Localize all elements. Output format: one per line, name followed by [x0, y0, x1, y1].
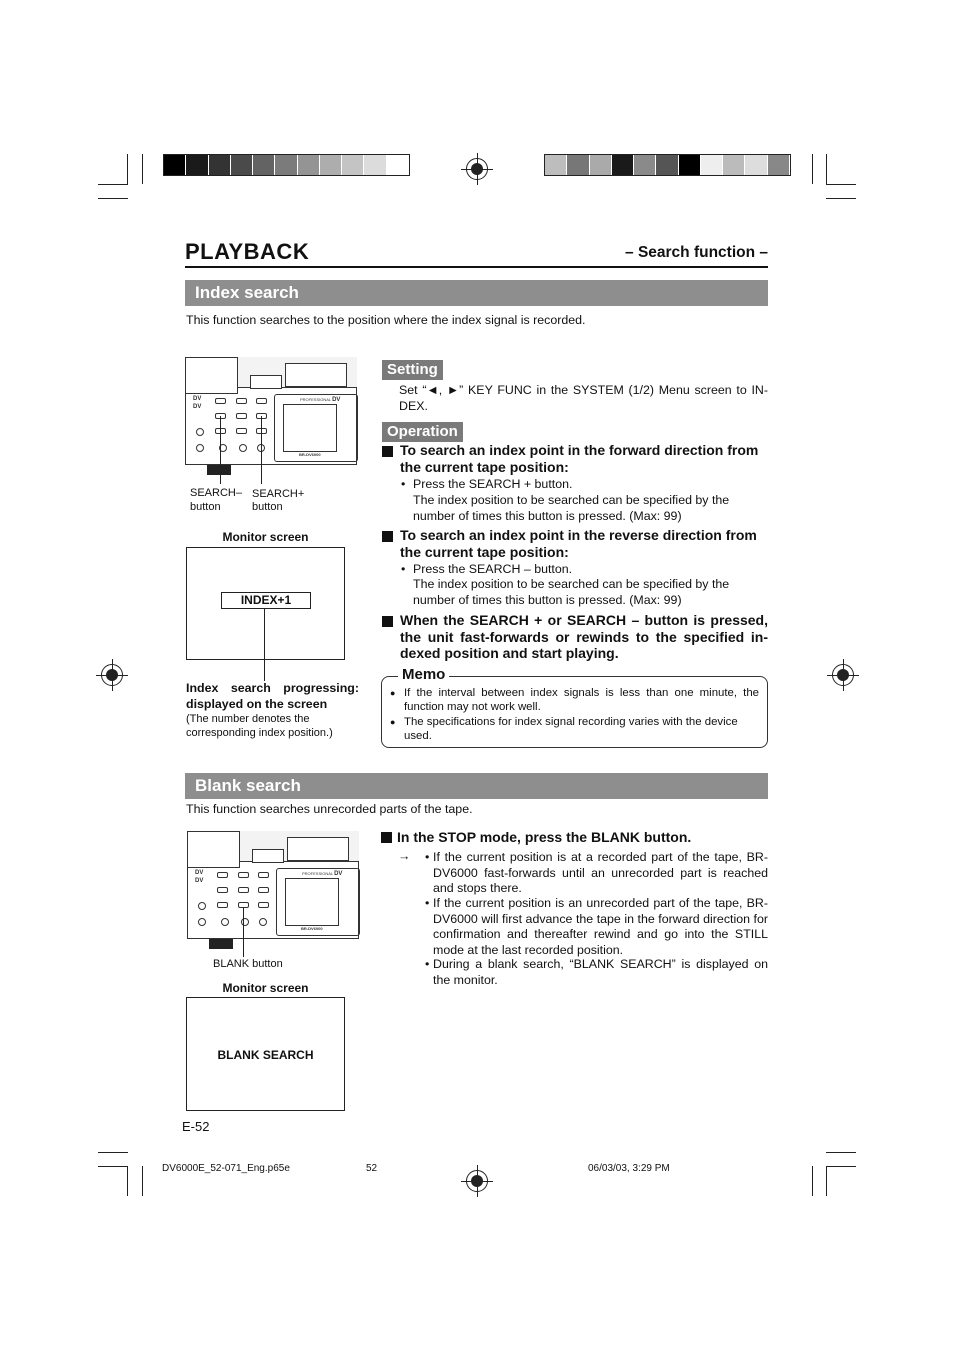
crop-mark — [826, 1166, 827, 1196]
operation-tag: Operation — [382, 422, 463, 442]
monitor-index-display: INDEX+1 — [221, 592, 311, 609]
step1-note: The index position to be searched can be… — [413, 493, 730, 523]
page-subtitle: – Search function – — [625, 244, 768, 261]
bullet-dot: • — [425, 896, 430, 910]
memo-item: If the interval between index signals is… — [404, 687, 759, 713]
memo-box — [381, 676, 768, 748]
blank-bullet: During a blank search, “BLANK SEARCH” is… — [433, 957, 768, 987]
crop-mark — [826, 1152, 856, 1153]
crop-mark — [98, 198, 128, 199]
section-heading-blank-search: Blank search — [185, 773, 768, 799]
crop-mark — [826, 154, 827, 184]
crop-mark — [98, 184, 128, 185]
header-rule — [185, 266, 768, 268]
label-blank-button: BLANK button — [213, 958, 283, 970]
crop-mark — [826, 198, 856, 199]
bullet-square — [382, 616, 393, 627]
crop-mark — [127, 154, 128, 184]
label-search-minus-button: button — [190, 501, 221, 513]
page-number: E-52 — [182, 1119, 210, 1134]
bullet-dot: ● — [390, 717, 396, 727]
label-search-plus-button: button — [252, 501, 283, 513]
setting-text: Set “◄, ►” KEY FUNC in the SYSTEM (1/2) … — [399, 383, 768, 413]
crop-mark — [812, 154, 813, 184]
monitor-screen: INDEX+1 — [186, 547, 345, 660]
crop-mark — [826, 184, 856, 185]
blank-intro: This function searches unrecorded parts … — [186, 802, 473, 816]
result-arrow: → — [398, 849, 411, 863]
registration-mark-icon — [96, 659, 128, 691]
monitor-blank-display: BLANK SEARCH — [217, 1048, 314, 1062]
blank-bullet: If the current position is at a recorded… — [433, 850, 768, 896]
blank-step-title: In the STOP mode, press the BLANK button… — [397, 829, 692, 845]
monitor-screen: BLANK SEARCH — [186, 997, 345, 1111]
memo-title: Memo — [398, 666, 450, 683]
blank-bullet: If the current position is an unrecorded… — [433, 896, 768, 957]
bullet-dot: • — [425, 957, 430, 971]
bullet-dot: ● — [390, 688, 396, 698]
bullet-dot: • — [401, 562, 406, 576]
page-title: PLAYBACK — [185, 239, 310, 264]
registration-mark-icon — [461, 1165, 493, 1197]
monitor-caption-note: (The number denotes the corresponding in… — [186, 713, 333, 739]
registration-mark-icon — [461, 153, 493, 185]
step2-bullet: Press the SEARCH – button. — [413, 562, 573, 576]
crop-mark — [142, 1166, 143, 1196]
monitor-label: Monitor screen — [222, 981, 309, 995]
setting-tag: Setting — [382, 360, 443, 380]
step2-title: To search an index point in the reverse … — [400, 527, 757, 560]
bullet-dot: • — [425, 850, 430, 864]
crop-mark — [127, 1166, 128, 1196]
bullet-square — [382, 531, 393, 542]
crop-mark — [812, 1166, 813, 1196]
bullet-square — [381, 832, 392, 843]
crop-mark — [826, 1166, 856, 1167]
leader-line — [264, 609, 265, 681]
index-intro: This function searches to the position w… — [186, 313, 586, 327]
label-search-plus: SEARCH+ — [252, 488, 305, 500]
section-heading-index-search: Index search — [185, 280, 768, 306]
step1-title: To search an index point in the forward … — [400, 442, 759, 475]
footer-file: DV6000E_52-071_Eng.p65e — [162, 1163, 290, 1174]
crop-mark — [98, 1166, 128, 1167]
crop-mark — [98, 1152, 128, 1153]
grayscale-bar-right — [544, 154, 791, 176]
monitor-caption: Index search progressing: displayed on t… — [186, 681, 359, 711]
memo-item: The specifications for index signal reco… — [404, 716, 738, 742]
footer-date: 06/03/03, 3:29 PM — [588, 1163, 670, 1174]
label-search-minus: SEARCH– — [190, 487, 242, 499]
grayscale-bar-left — [163, 154, 410, 176]
monitor-label: Monitor screen — [222, 530, 309, 544]
footer-page: 52 — [366, 1163, 378, 1174]
step1-bullet: Press the SEARCH + button. — [413, 477, 573, 491]
bullet-dot: • — [401, 477, 406, 491]
crop-mark — [142, 154, 143, 184]
bullet-square — [382, 446, 393, 457]
registration-mark-icon — [827, 659, 859, 691]
step3-title: When the SEARCH + or SEARCH – button is … — [400, 612, 768, 662]
step2-note: The index position to be searched can be… — [413, 577, 730, 607]
